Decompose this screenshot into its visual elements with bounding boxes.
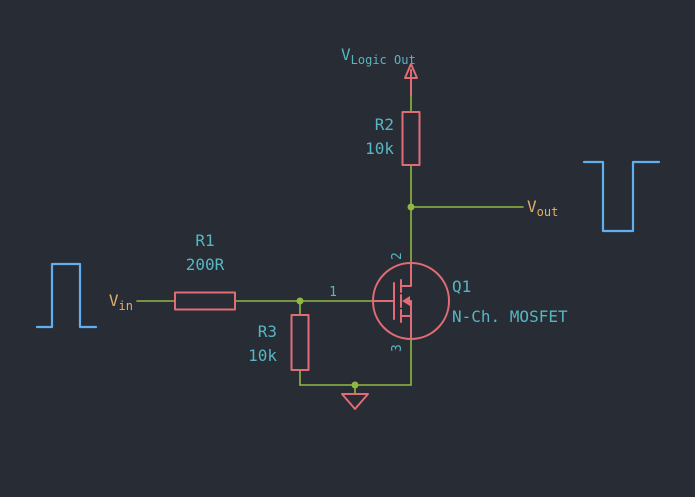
ground-triangle-icon: [341, 393, 369, 410]
junction-dot-ground: [351, 381, 359, 389]
ground-symbol: [341, 393, 369, 410]
resistor-r3: R3 10k: [248, 314, 310, 371]
r2-reference: R2: [375, 115, 394, 134]
transistor-q1: 2 1 3 Q1 N-Ch. MOSFET: [329, 252, 568, 352]
output-pulse-waveform: [582, 160, 661, 233]
q1-pin-number-gate: 1: [329, 285, 337, 300]
q1-pin-number-drain: 2: [390, 252, 405, 260]
net-label-vlogic-base: V: [341, 45, 351, 64]
power-flag-vlogic: VLogic Out: [341, 45, 418, 96]
net-label-vout-sub: out: [537, 205, 559, 219]
q1-pin-number-source: 3: [390, 344, 405, 352]
net-label-vin-base: V: [109, 291, 119, 310]
net-label-vout: Vout: [527, 197, 558, 219]
q1-value: N-Ch. MOSFET: [452, 307, 568, 326]
net-label-vin: Vin: [109, 291, 133, 313]
resistor-r1: R1 200R: [174, 231, 236, 311]
resistor-body: [174, 291, 236, 311]
mosfet-source-path: [400, 315, 412, 340]
net-label-vlogic: VLogic Out: [341, 45, 416, 67]
r2-value: 10k: [365, 139, 394, 158]
resistor-body: [401, 111, 421, 166]
net-label-vin-sub: in: [119, 299, 133, 313]
input-pulse-waveform: [35, 262, 98, 329]
r1-value: 200R: [186, 255, 225, 274]
junction-dot-gate: [296, 297, 304, 305]
net-label-vlogic-sub: Logic Out: [351, 53, 416, 67]
q1-reference: Q1: [452, 277, 471, 296]
mosfet-arrow-icon: [402, 296, 410, 306]
net-label-vout-base: V: [527, 197, 537, 216]
resistor-body: [290, 314, 310, 371]
r1-reference: R1: [195, 231, 214, 250]
r3-value: 10k: [248, 346, 277, 365]
power-arrow-icon: [404, 63, 418, 79]
resistor-r2: R2 10k: [365, 111, 421, 166]
junction-dot-vout: [407, 203, 415, 211]
mosfet-drain-path: [400, 263, 412, 287]
r3-reference: R3: [258, 322, 277, 341]
